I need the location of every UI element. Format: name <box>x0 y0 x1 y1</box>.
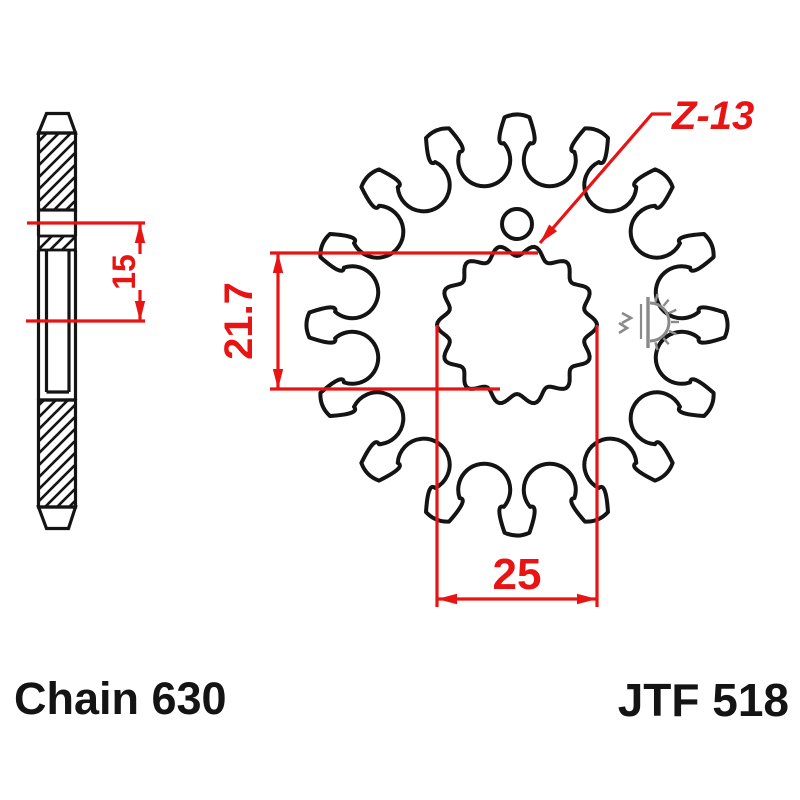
side-hatched-band <box>37 234 77 252</box>
side-hatched-block-bottom <box>36 398 78 509</box>
dimension-arrowhead <box>272 369 284 389</box>
bolt-hole-circle <box>500 207 534 241</box>
logo-ray <box>668 329 677 336</box>
side-top-cap <box>36 111 78 135</box>
chain-size-caption: Chain 630 <box>14 673 227 724</box>
part-number-caption: JTF 518 <box>618 674 789 726</box>
side-bottom-cap <box>36 505 78 531</box>
dimension-lines-layer <box>26 112 671 607</box>
logo-ray <box>668 308 677 315</box>
logo-ray <box>654 293 659 303</box>
logo-ray <box>662 299 670 307</box>
logo-figure <box>618 311 634 335</box>
jt-logo-icon <box>618 293 679 351</box>
dimension-label-bore-width: 25 <box>493 550 542 599</box>
teeth-count-label: Z-13 <box>671 94 754 138</box>
logo-ray <box>662 337 670 345</box>
dimension-label-section-height: 21.7 <box>217 282 261 360</box>
teeth-leader-arrowhead <box>540 224 558 243</box>
sprocket-front-view <box>304 112 730 538</box>
side-neck <box>36 250 78 402</box>
dimension-arrowhead <box>134 223 146 243</box>
side-hatched-block-top <box>36 131 78 212</box>
dimension-arrowhead <box>272 253 284 273</box>
logo-ray <box>654 341 659 351</box>
spline-bore-outline <box>434 244 600 406</box>
sprocket-teeth-outline <box>304 112 730 538</box>
dimension-arrowhead <box>437 593 457 605</box>
dimension-label-hub-width: 15 <box>106 254 142 290</box>
sprocket-side-section-view <box>36 111 78 531</box>
logo-halfsun <box>649 301 671 343</box>
teeth-leader-line <box>538 112 671 245</box>
dimension-arrowhead <box>134 301 146 321</box>
dimension-arrowhead <box>577 593 597 605</box>
